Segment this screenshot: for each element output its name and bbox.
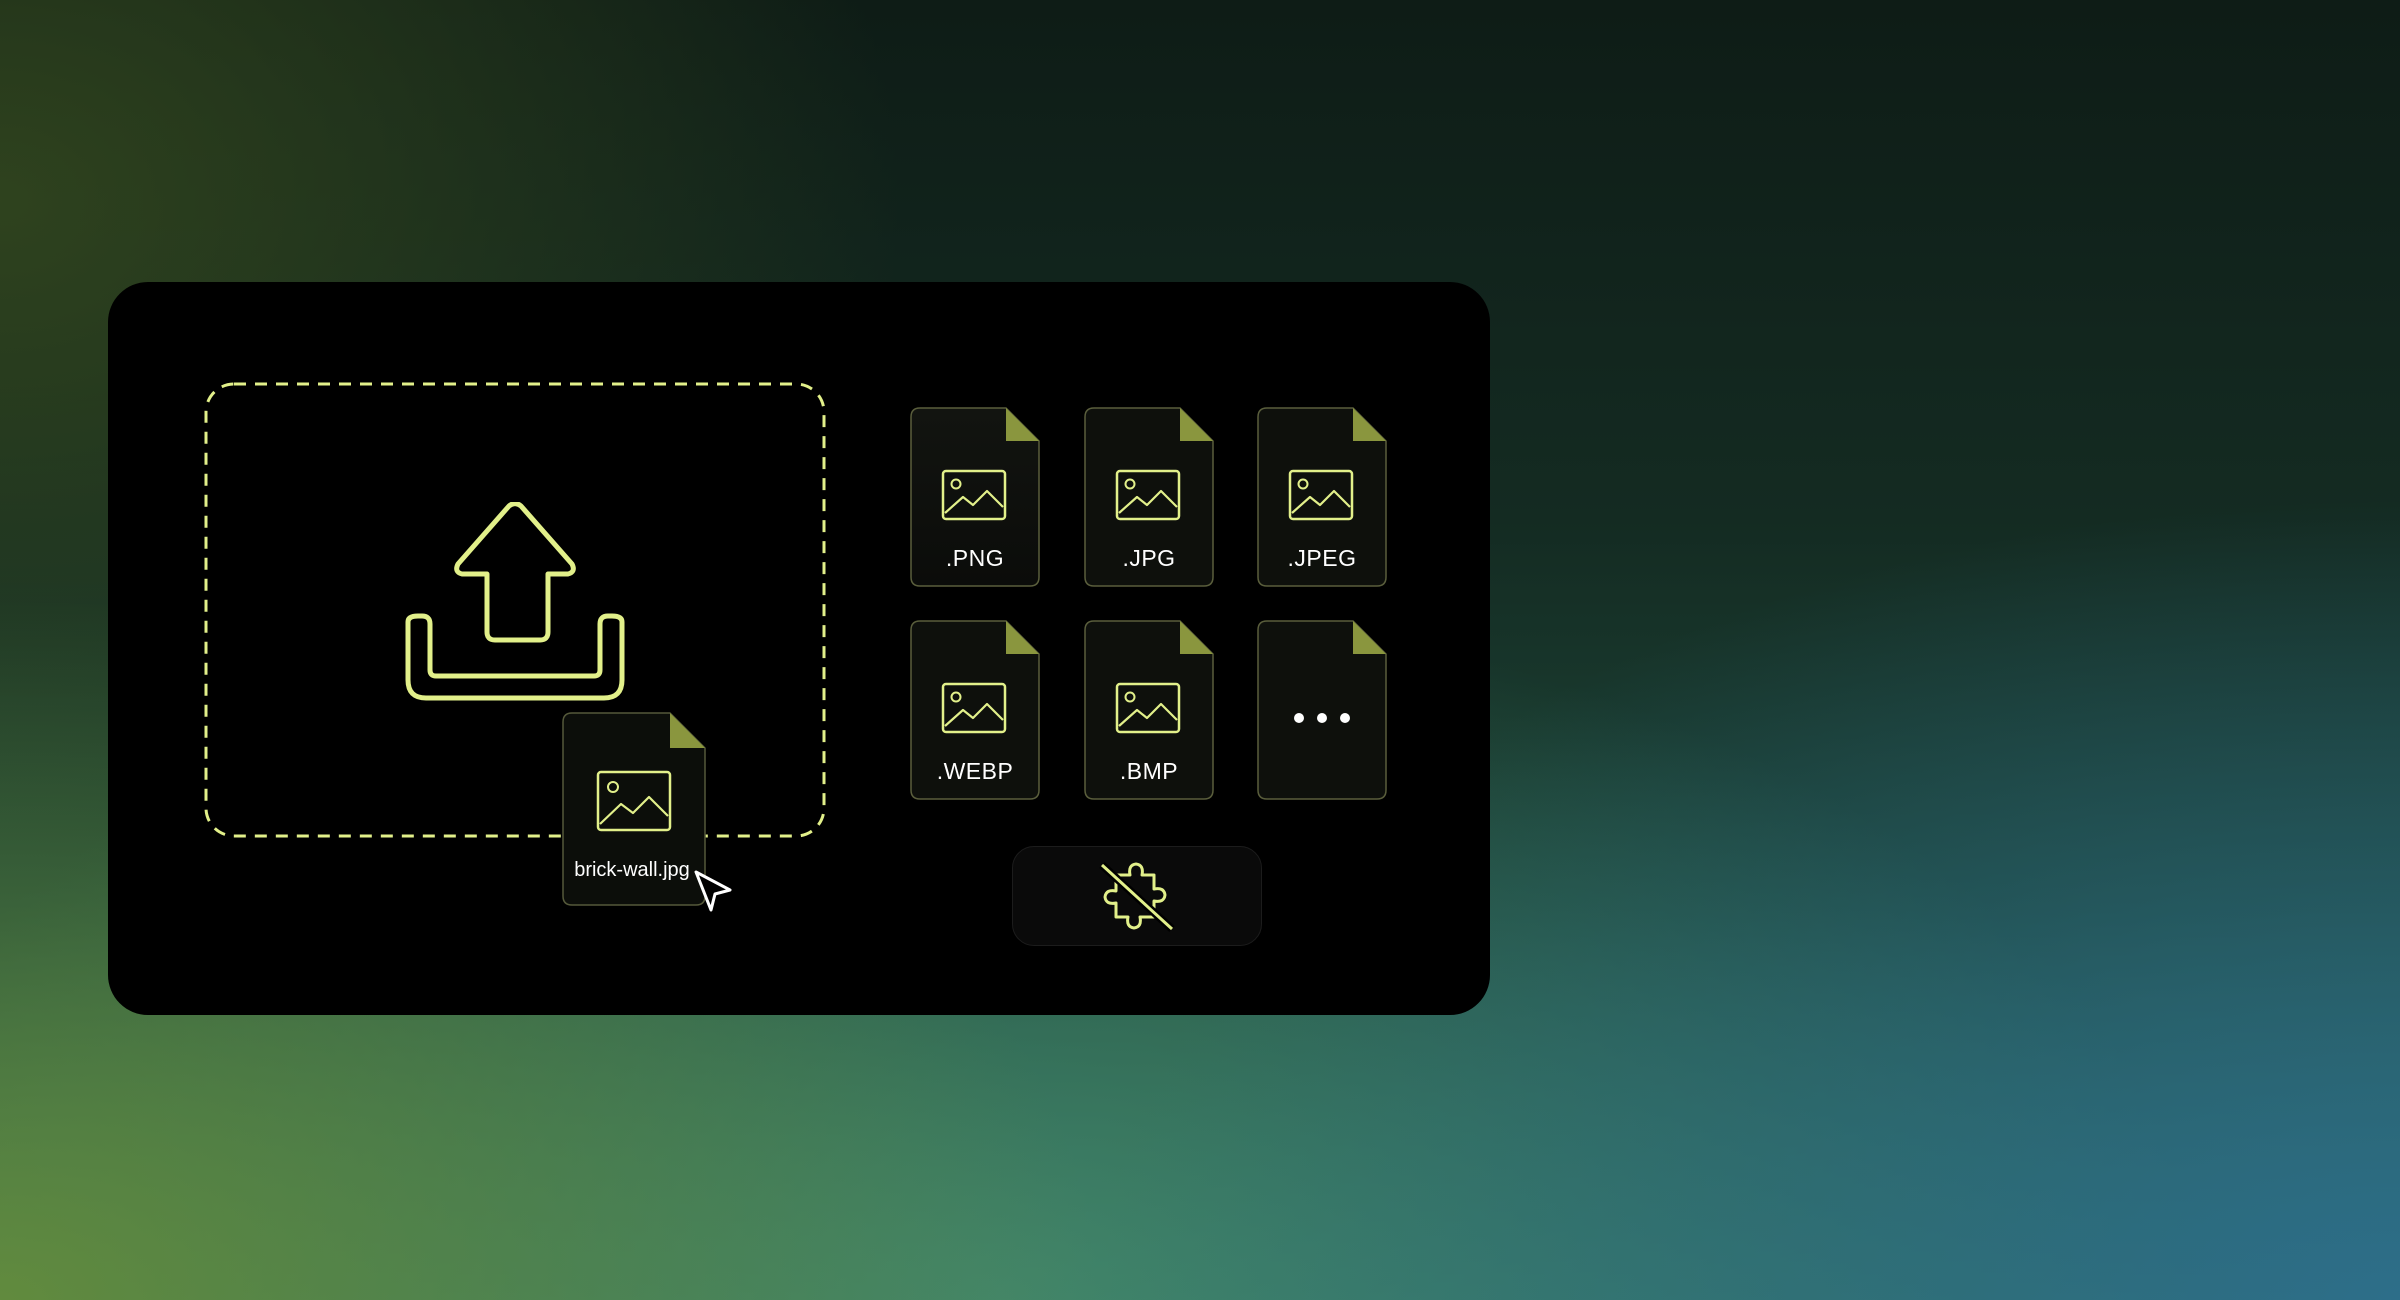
format-card-bmp[interactable]: .BMP — [1084, 620, 1214, 800]
dragged-file[interactable]: brick-wall.jpg — [562, 712, 707, 907]
format-label: .PNG — [945, 545, 1005, 571]
image-icon — [1288, 469, 1354, 521]
plugin-button[interactable] — [1012, 846, 1262, 946]
dragged-file-name: brick-wall.jpg — [574, 859, 690, 881]
format-card-jpg[interactable]: .JPG — [1084, 407, 1214, 587]
file-icon — [910, 620, 1040, 800]
file-icon — [1084, 620, 1214, 800]
puzzle-off-icon — [1099, 862, 1175, 932]
file-icon — [1257, 620, 1387, 800]
format-card-png[interactable]: .PNG — [910, 407, 1040, 587]
image-icon — [1115, 469, 1181, 521]
format-label: .WEBP — [936, 758, 1014, 784]
pointer-cursor-icon — [694, 870, 732, 912]
file-icon — [1084, 407, 1214, 587]
image-icon — [941, 469, 1007, 521]
file-icon — [1257, 407, 1387, 587]
format-label: .JPG — [1122, 545, 1176, 571]
format-card-more[interactable] — [1257, 620, 1387, 800]
format-card-jpeg[interactable]: .JPEG — [1257, 407, 1387, 587]
image-icon — [1115, 682, 1181, 734]
format-card-webp[interactable]: .WEBP — [910, 620, 1040, 800]
upload-panel: .PNG .JPG .JPEG — [108, 282, 1490, 1015]
file-icon — [562, 712, 706, 906]
file-icon — [910, 407, 1040, 587]
more-dots-icon — [1294, 713, 1350, 723]
drop-zone-border — [204, 382, 826, 838]
drop-zone[interactable] — [204, 382, 826, 838]
image-icon — [941, 682, 1007, 734]
format-label: .JPEG — [1287, 545, 1357, 571]
image-icon — [596, 770, 672, 832]
format-label: .BMP — [1119, 758, 1179, 784]
upload-icon — [405, 502, 625, 701]
